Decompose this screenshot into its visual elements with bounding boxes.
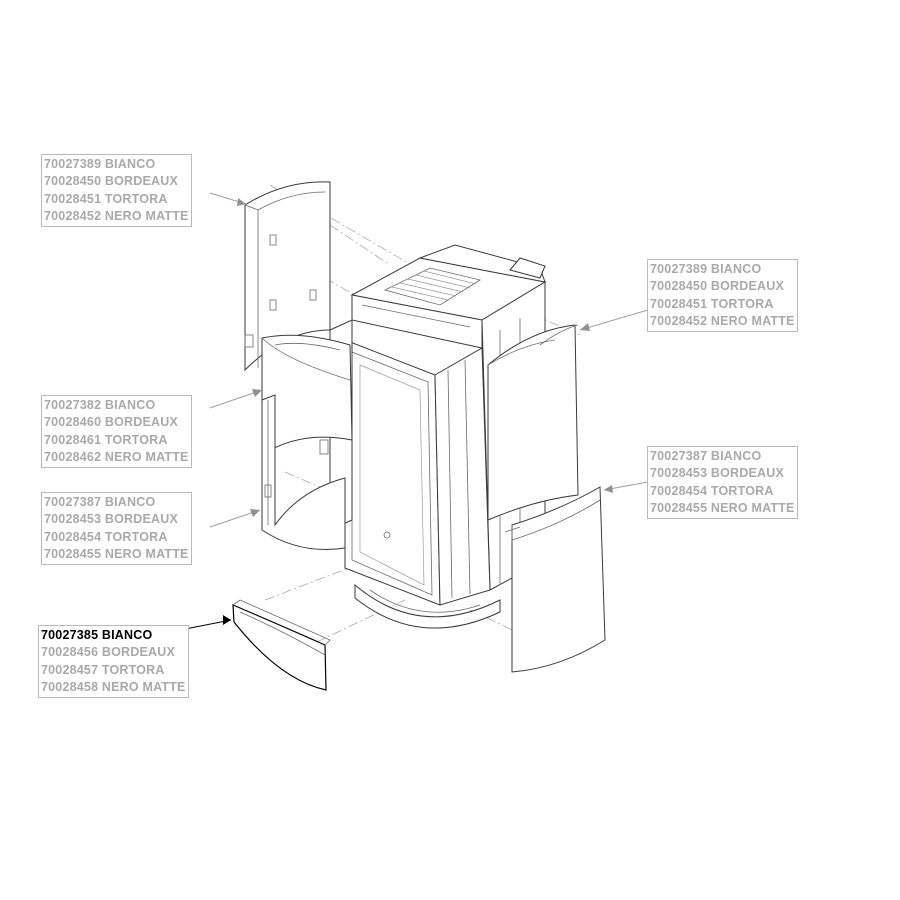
label-top-left-panel: 70027389 BIANCO 70028450 BORDEAUX 700284… [41, 154, 192, 227]
label-line: 70028451 TORTORA [44, 191, 168, 206]
label-middle-left-panel: 70027382 BIANCO 70028460 BORDEAUX 700284… [41, 395, 192, 468]
label-line: 70028453 BORDEAUX [650, 466, 785, 481]
label-middle-right-panel: 70027387 BIANCO 70028453 BORDEAUX 700284… [647, 446, 798, 519]
leader-middle-right-arrowhead [604, 485, 613, 493]
panel-lower-right [504, 486, 606, 673]
label-line: 70028456 BORDEAUX [41, 645, 176, 660]
label-line: 70028452 NERO MATTE [650, 314, 795, 329]
leader-lower-left-arrowhead [250, 509, 260, 517]
label-line: 70028450 BORDEAUX [44, 174, 179, 189]
label-line: 70027389 BIANCO [44, 157, 156, 171]
label-front-bottom-panel: 70027385 BIANCO 70028456 BORDEAUX 700284… [38, 625, 189, 698]
leader-front-bottom-arrowhead [223, 615, 231, 625]
label-line: 70028461 TORTORA [44, 432, 168, 447]
label-line: 70028450 BORDEAUX [650, 279, 785, 294]
label-line: 70028452 NERO MATTE [44, 209, 189, 224]
label-line: 70028455 NERO MATTE [44, 547, 189, 562]
label-line: 70027382 BIANCO [44, 398, 156, 412]
panel-top-right [487, 324, 579, 521]
label-line: 70028458 NERO MATTE [41, 680, 186, 695]
leader-top-right [579, 309, 649, 331]
label-lower-left-panel: 70027387 BIANCO 70028453 BORDEAUX 700284… [41, 492, 192, 565]
label-line: 70028454 TORTORA [650, 483, 774, 498]
label-top-right-panel: 70027389 BIANCO 70028450 BORDEAUX 700284… [647, 259, 798, 332]
label-line-highlighted: 70027385 BIANCO [41, 628, 153, 642]
label-line: 70027387 BIANCO [650, 449, 762, 463]
label-line: 70027389 BIANCO [650, 262, 762, 276]
panel-front-bottom [232, 599, 331, 691]
leader-middle-left-arrowhead [252, 389, 262, 397]
label-line: 70028451 TORTORA [650, 296, 774, 311]
leader-top-left-arrowhead [237, 198, 246, 206]
leader-middle-left [209, 389, 263, 409]
label-line: 70028453 BORDEAUX [44, 512, 179, 527]
label-line: 70027387 BIANCO [44, 495, 156, 509]
label-line: 70028462 NERO MATTE [44, 450, 189, 465]
panel-top-left [244, 181, 331, 372]
label-line: 70028455 NERO MATTE [650, 501, 795, 516]
label-line: 70028454 TORTORA [44, 529, 168, 544]
panel-middle-left [261, 334, 353, 456]
leader-top-right-arrowhead [580, 323, 590, 331]
label-line: 70028457 TORTORA [41, 662, 165, 677]
label-line: 70028460 BORDEAUX [44, 415, 179, 430]
panel-lower-left [261, 394, 346, 551]
